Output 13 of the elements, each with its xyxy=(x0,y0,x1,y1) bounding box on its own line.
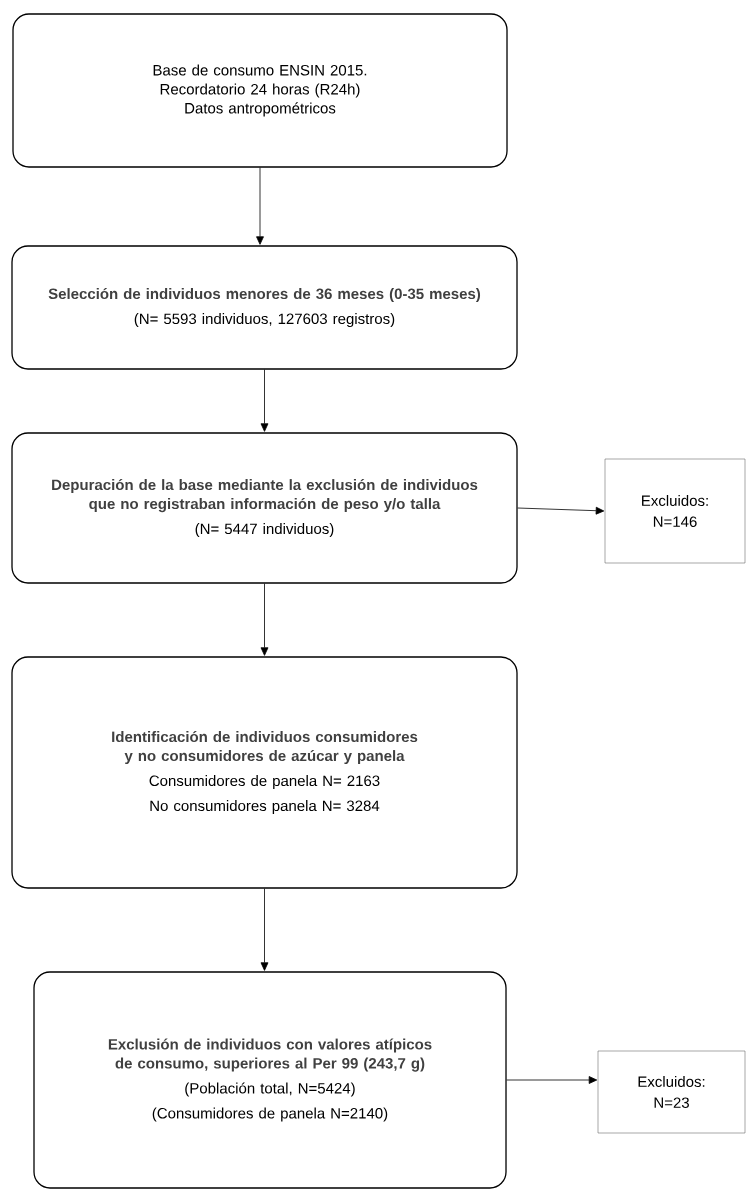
arrow xyxy=(256,167,264,245)
process-box: Identificación de individuos consumidores y no consumidores de azúcar y panela Consumidores de panela N= 2163 No consumidores panela N= 3284 xyxy=(11,656,518,889)
process-box: Base de consumo ENSIN 2015. Recordatorio 24 horas (R24h) Datos antropométricos xyxy=(12,13,508,168)
arrow xyxy=(260,583,269,656)
process-box: Selección de individuos menores de 36 meses (0-35 meses) (N= 5593 individuos, 127603 registros) xyxy=(11,245,518,370)
process-box: Depuración de la base mediante la exclusión de individuos que no registraban información de peso y/o talla (N= 5447 individuos) xyxy=(11,432,518,584)
arrow xyxy=(260,369,269,432)
process-box: Exclusión de individuos con valores atípicos de consumo, superiores al Per 99 (243,7 g) (Población total, N=5424) (Consumidores de panela N=2140) xyxy=(33,971,507,1189)
exclusion-box: Excluidos: N=23 xyxy=(597,1050,746,1134)
arrow xyxy=(517,506,605,515)
exclusion-box: Excluidos: N=146 xyxy=(604,458,746,564)
arrow xyxy=(260,888,269,971)
arrow xyxy=(506,1076,598,1084)
